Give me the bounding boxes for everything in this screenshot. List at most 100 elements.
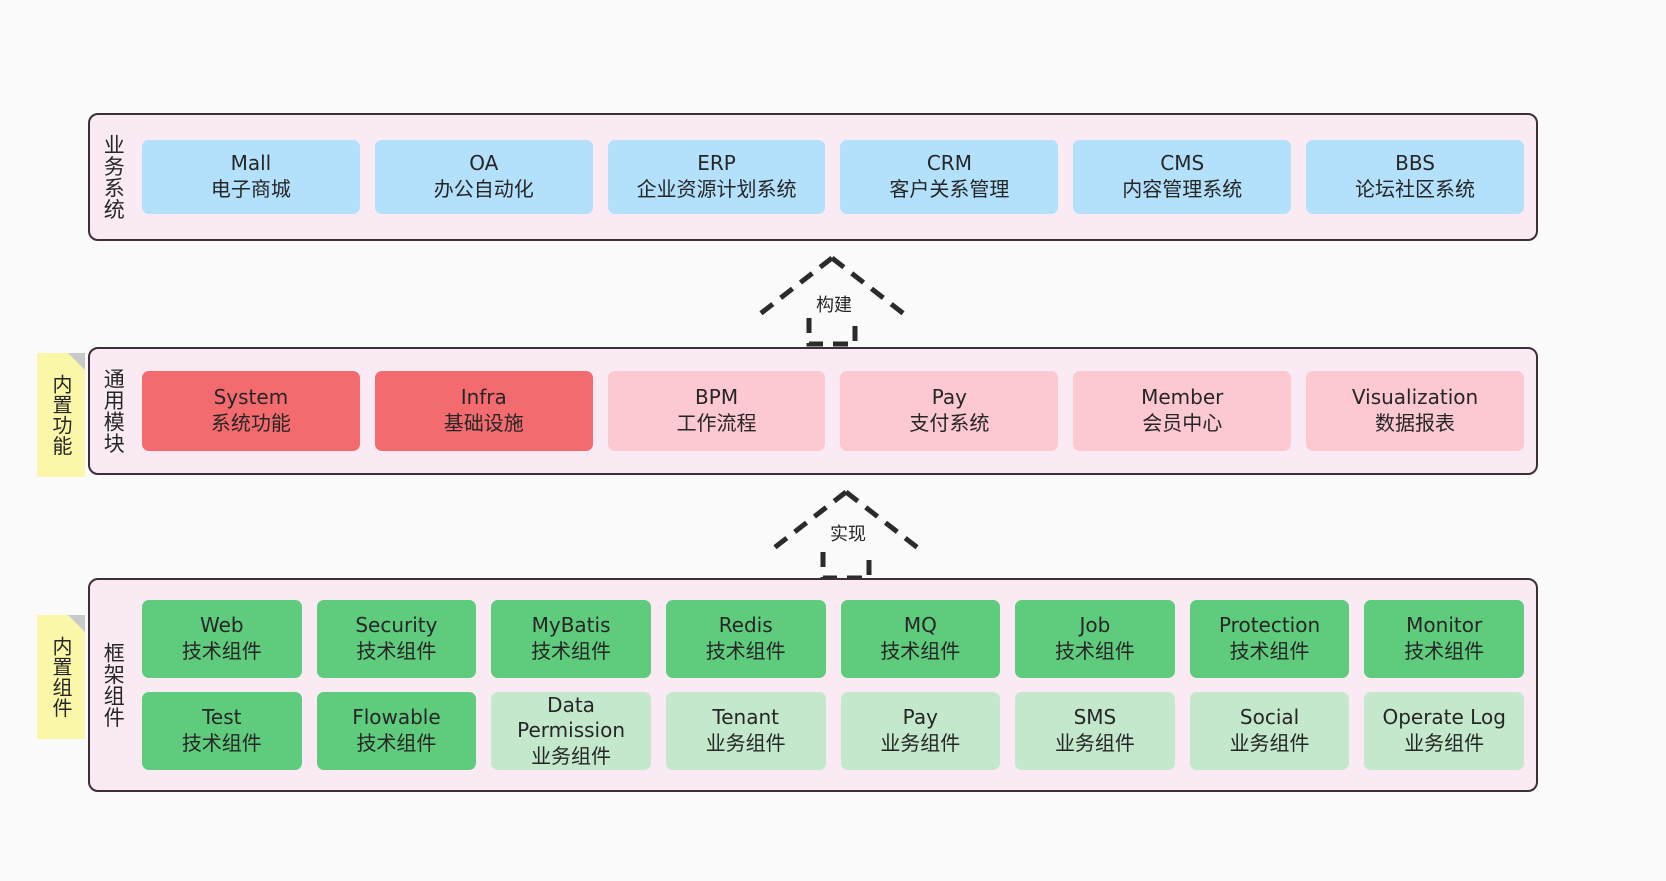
- card-title: ERP: [697, 151, 736, 176]
- card-infra[interactable]: Infra 基础设施: [374, 371, 593, 451]
- layer-common-modules: 通用模块 System 系统功能 Infra 基础设施 BPM 工作流程 Pay…: [88, 347, 1538, 475]
- card-social[interactable]: Social 业务组件: [1189, 692, 1350, 770]
- card-title: BPM: [695, 385, 739, 410]
- note-builtin-components: 内置组件: [37, 615, 85, 739]
- card-web[interactable]: Web 技术组件: [142, 600, 302, 678]
- card-title: MQ: [903, 613, 937, 638]
- card-title: Operate Log: [1382, 705, 1506, 730]
- card-crm[interactable]: CRM 客户关系管理: [840, 140, 1059, 214]
- card-title: Security: [355, 613, 438, 638]
- modules-card-row: System 系统功能 Infra 基础设施 BPM 工作流程 Pay 支付系统…: [142, 371, 1524, 451]
- note-label: 内置组件: [49, 636, 73, 718]
- card-mall[interactable]: Mall 电子商城: [142, 140, 360, 214]
- card-mq[interactable]: MQ 技术组件: [840, 600, 1001, 678]
- card-desc: 技术组件: [181, 639, 262, 663]
- card-desc: 技术组件: [356, 639, 437, 663]
- card-desc: 企业资源计划系统: [636, 177, 797, 201]
- card-desc: 工作流程: [676, 411, 757, 435]
- card-title: Job: [1079, 613, 1111, 638]
- card-title: Data Permission: [517, 692, 625, 743]
- connector-implement-label: 实现: [830, 524, 866, 545]
- card-desc: 技术组件: [356, 731, 437, 755]
- card-desc: 业务组件: [705, 731, 786, 755]
- card-pay-component[interactable]: Pay 业务组件: [840, 692, 1001, 770]
- card-title: Pay: [902, 705, 938, 730]
- layer-framework-title: 框架组件: [101, 642, 126, 728]
- card-erp[interactable]: ERP 企业资源计划系统: [607, 140, 826, 214]
- card-title: BBS: [1395, 151, 1435, 176]
- connector-implement-arrow: [772, 490, 920, 581]
- card-desc: 客户关系管理: [889, 177, 1010, 201]
- card-desc: 业务组件: [1054, 731, 1135, 755]
- card-title: Visualization: [1351, 385, 1479, 410]
- card-mybatis[interactable]: MyBatis 技术组件: [491, 600, 651, 678]
- connector-build-arrow: [758, 256, 906, 347]
- card-cms[interactable]: CMS 内容管理系统: [1073, 140, 1292, 214]
- note-label: 内置功能: [49, 374, 73, 456]
- card-operate-log[interactable]: Operate Log 业务组件: [1364, 692, 1524, 770]
- framework-card-row-technical: Web 技术组件 Security 技术组件 MyBatis 技术组件 Redi…: [142, 600, 1524, 678]
- card-title: SMS: [1073, 705, 1117, 730]
- card-desc: 业务组件: [531, 743, 612, 768]
- business-card-row: Mall 电子商城 OA 办公自动化 ERP 企业资源计划系统 CRM 客户关系…: [142, 140, 1524, 214]
- card-desc: 技术组件: [1054, 639, 1135, 663]
- card-pay-module[interactable]: Pay 支付系统: [840, 371, 1059, 451]
- card-desc: 论坛社区系统: [1355, 177, 1476, 201]
- card-title: Social: [1239, 705, 1300, 730]
- card-desc: 技术组件: [1229, 639, 1310, 663]
- card-desc: 技术组件: [181, 731, 262, 755]
- card-title: OA: [469, 151, 499, 176]
- card-oa[interactable]: OA 办公自动化: [374, 140, 593, 214]
- card-desc: 技术组件: [531, 639, 612, 663]
- connector-build-label: 构建: [816, 295, 852, 316]
- card-member[interactable]: Member 会员中心: [1073, 371, 1292, 451]
- card-title: Test: [202, 705, 242, 730]
- note-builtin-features: 内置功能: [37, 353, 85, 477]
- layer-business-title: 业务系统: [101, 134, 126, 220]
- card-monitor[interactable]: Monitor 技术组件: [1364, 600, 1524, 678]
- layer-modules-title: 通用模块: [101, 368, 126, 454]
- card-bpm[interactable]: BPM 工作流程: [607, 371, 826, 451]
- card-desc: 技术组件: [705, 639, 786, 663]
- framework-card-row-business: Test 技术组件 Flowable 技术组件 Data Permission …: [142, 692, 1524, 770]
- card-data-permission[interactable]: Data Permission 业务组件: [491, 692, 651, 770]
- card-title: CMS: [1160, 151, 1205, 176]
- card-desc: 业务组件: [880, 731, 961, 755]
- card-bbs[interactable]: BBS 论坛社区系统: [1306, 140, 1524, 214]
- card-title: Protection: [1218, 613, 1321, 638]
- card-desc: 技术组件: [1404, 639, 1485, 663]
- card-title: Pay: [931, 385, 968, 410]
- card-sms[interactable]: SMS 业务组件: [1015, 692, 1175, 770]
- card-job[interactable]: Job 技术组件: [1015, 600, 1175, 678]
- layer-framework-components: 框架组件 Web 技术组件 Security 技术组件 MyBatis 技术组件…: [88, 578, 1538, 792]
- card-desc: 系统功能: [210, 411, 291, 435]
- card-protection[interactable]: Protection 技术组件: [1189, 600, 1350, 678]
- card-title: CRM: [926, 151, 972, 176]
- card-title: MyBatis: [531, 613, 611, 638]
- layer-business-systems: 业务系统 Mall 电子商城 OA 办公自动化 ERP 企业资源计划系统 CRM…: [88, 113, 1538, 241]
- card-security[interactable]: Security 技术组件: [316, 600, 477, 678]
- card-system[interactable]: System 系统功能: [142, 371, 360, 451]
- card-desc: 会员中心: [1142, 411, 1223, 435]
- card-title: Mall: [230, 151, 272, 176]
- card-redis[interactable]: Redis 技术组件: [665, 600, 826, 678]
- card-title: Flowable: [352, 705, 441, 730]
- card-desc: 数据报表: [1375, 411, 1456, 435]
- card-desc: 基础设施: [443, 411, 524, 435]
- card-flowable[interactable]: Flowable 技术组件: [316, 692, 477, 770]
- card-visualization[interactable]: Visualization 数据报表: [1306, 371, 1524, 451]
- card-desc: 业务组件: [1404, 731, 1485, 755]
- card-title: Member: [1141, 385, 1224, 410]
- card-test[interactable]: Test 技术组件: [142, 692, 302, 770]
- card-desc: 技术组件: [880, 639, 961, 663]
- card-desc: 支付系统: [909, 411, 990, 435]
- card-desc: 电子商城: [210, 177, 291, 201]
- card-desc: 内容管理系统: [1122, 177, 1243, 201]
- card-tenant[interactable]: Tenant 业务组件: [665, 692, 826, 770]
- layer-modules-body: System 系统功能 Infra 基础设施 BPM 工作流程 Pay 支付系统…: [136, 349, 1536, 473]
- layer-framework-body: Web 技术组件 Security 技术组件 MyBatis 技术组件 Redi…: [136, 580, 1536, 790]
- card-title: Redis: [718, 613, 773, 638]
- card-desc: 办公自动化: [433, 177, 534, 201]
- layer-business-body: Mall 电子商城 OA 办公自动化 ERP 企业资源计划系统 CRM 客户关系…: [136, 115, 1536, 239]
